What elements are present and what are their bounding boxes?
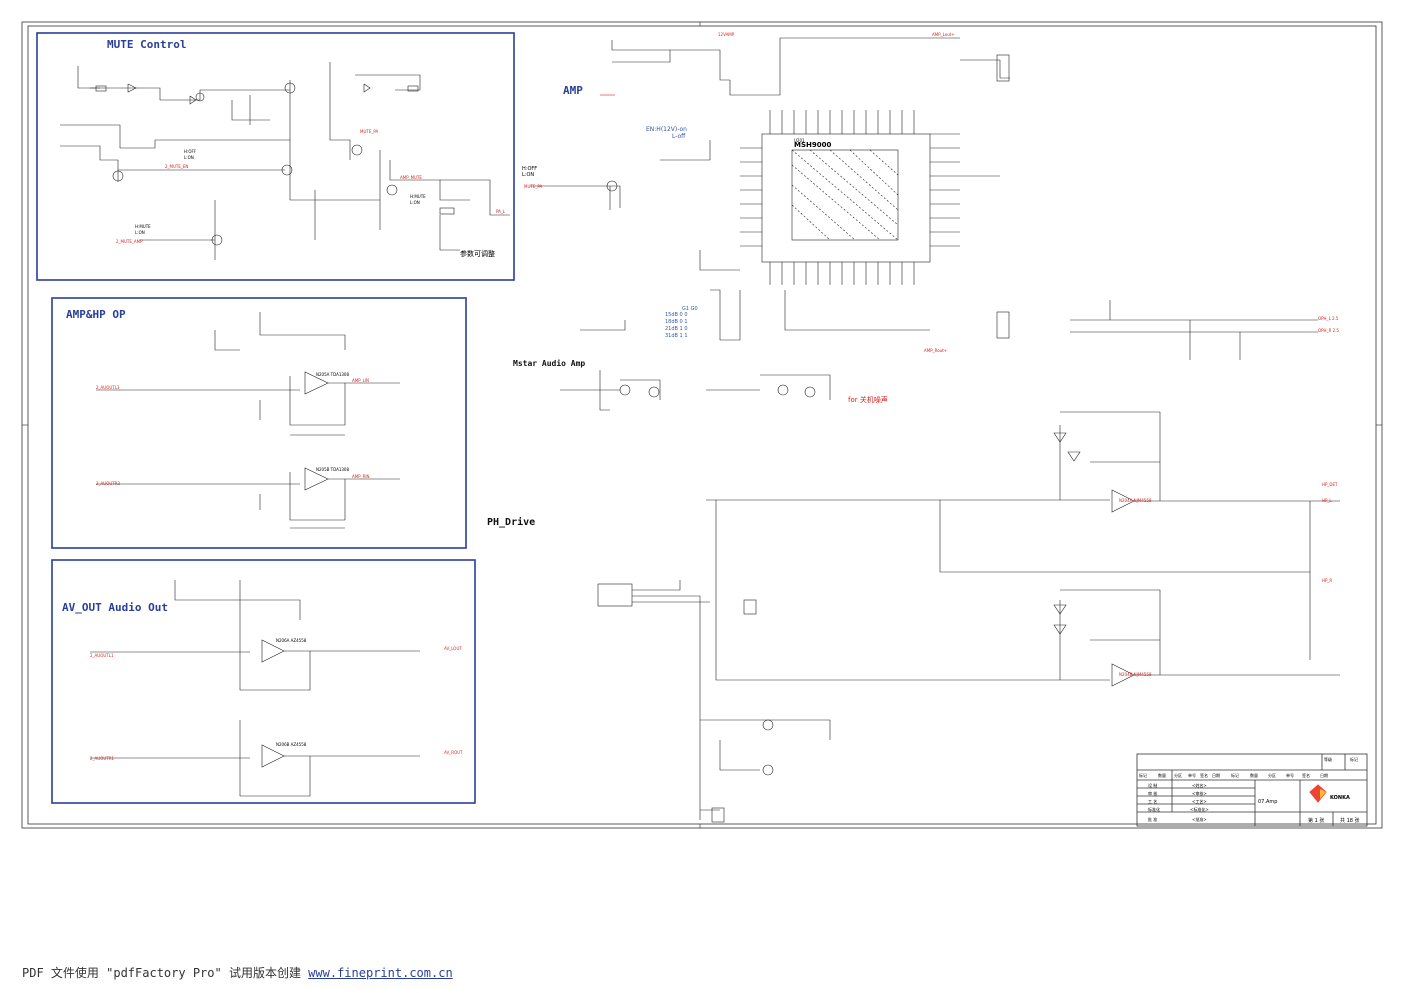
amp-hp-auout-r: 2_AUOUTR3 (96, 481, 121, 486)
av-out-title: AV_OUT Audio Out (62, 601, 168, 614)
mute-hmute-label: H:MUTE (135, 224, 151, 229)
oph-l-net: OPH_L 2.5 (1318, 316, 1339, 321)
tb-h3: 单号 (1188, 772, 1196, 778)
amp-rout-net: AMP_Rout+ (924, 348, 947, 353)
tb-row3-value: <标准化> (1190, 806, 1209, 812)
amp-en-note2: L-off (672, 133, 686, 140)
tb-h8: 分区 (1268, 772, 1276, 778)
mstar-note: for 关机噪声 (848, 395, 888, 404)
footer-link[interactable]: www.fineprint.com.cn (308, 966, 453, 980)
gain-row-0: 15dB 0 0 (665, 312, 688, 318)
amp-rin-net: AMP_RIN (352, 474, 370, 479)
tb-row2-label: 工 艺 (1148, 799, 1157, 804)
tb-h10: 签名 (1302, 772, 1310, 778)
tb-row3-label: 标准化 (1148, 806, 1160, 812)
av-rout-net: AV_ROUT (444, 750, 463, 755)
amp-en-note: EN:H(12V)-on (646, 126, 687, 133)
oph-r-net: OPH_R 2.5 (1318, 328, 1339, 333)
tb-row4-label: 批 准 (1148, 816, 1157, 822)
n206a-label: N206A AZ4558 (276, 638, 307, 643)
tb-h6: 标记 (1231, 772, 1239, 778)
n204b-label: N204B NJM4558 (1119, 672, 1152, 677)
mute-hmute2-label: H:MUTE (410, 194, 426, 199)
mute-en-net: 2_MUTE_EN (165, 164, 188, 169)
mute-control-box (36, 32, 515, 281)
gain-row-3: 31dB 1 1 (665, 333, 688, 339)
tb-brand: KONKA (1330, 795, 1350, 801)
tb-grade: 等级 (1324, 756, 1332, 762)
tb-h1: 数量 (1158, 772, 1166, 778)
amp-hp-op-box (51, 297, 467, 549)
av-lout-net: AV_LOUT (444, 646, 462, 651)
gain-header: G1 G0 (682, 306, 698, 312)
mute-hoff-label: H:OFF (184, 149, 197, 154)
n205b-label: N205B TDA1308 (316, 467, 349, 472)
tb-h9: 单号 (1286, 772, 1294, 778)
ph-drive-title: PH_Drive (487, 516, 535, 528)
amp-12v: 12VAMP (718, 32, 735, 37)
mute-lon-label: L:ON (184, 155, 194, 160)
n204a-label: N204A NJM4558 (1119, 498, 1152, 503)
tb-drawing: 07.Amp (1258, 799, 1277, 805)
amp-hp-auout-l: 2_AUOUTL3 (96, 385, 120, 390)
amp-mute-net: AMP_MUTE (400, 175, 422, 180)
av-auout-r1: 2_AUOUTR1 (90, 756, 115, 761)
pdf-footer: PDF 文件使用 "pdfFactory Pro" 试用版本创建 www.fin… (22, 964, 453, 981)
mute-note: 参数可调整 (460, 249, 495, 258)
hp-det-net: HP_DET (1322, 482, 1338, 487)
av-auout-l1: 2_AUOUTL1 (90, 653, 114, 658)
tb-h0: 标记 (1139, 772, 1147, 778)
tb-row0-value: <姓名> (1192, 782, 1207, 788)
ic-part: MSH9000 (794, 141, 831, 149)
frame-ticks (22, 22, 1382, 828)
tb-h4: 签名 (1200, 772, 1208, 778)
n206b-label: N206B AZ4558 (276, 742, 307, 747)
oph-circuit (1070, 300, 1318, 360)
amp-mute-pa: MUTE_PA (524, 184, 543, 189)
amp-circuit (530, 37, 1010, 341)
amp-hp-op-circuit (96, 312, 400, 529)
amp-lout-net: AMP_Lout+ (932, 32, 955, 37)
mute-control-title: MUTE Control (107, 38, 186, 51)
mute-pa-net: MUTE_PA (360, 129, 379, 134)
ic-name: U201 (794, 138, 805, 143)
pa-l-net: PA_L (496, 209, 506, 214)
title-block (1136, 753, 1368, 827)
av-out-circuit (90, 580, 420, 797)
amp-title: AMP (563, 84, 583, 97)
hp-l-net: HP_L (1322, 498, 1332, 503)
amp-lin-net: AMP_LIN (352, 378, 369, 383)
gain-row-1: 18dB 0 1 (665, 319, 688, 325)
tb-row4-value: <批准> (1192, 816, 1207, 822)
tb-h11: 日期 (1320, 772, 1328, 778)
footer-text: PDF 文件使用 "pdfFactory Pro" 试用版本创建 (22, 966, 309, 980)
mute-lon3-label: L:ON (410, 200, 420, 205)
mstar-title: Mstar Audio Amp (513, 358, 585, 368)
av-out-box (51, 559, 476, 804)
tb-h5: 日期 (1212, 772, 1220, 778)
mute-amp-net: 2_MUTE_AMP (116, 239, 143, 244)
inner-frame (27, 25, 1377, 825)
tb-row0-label: 设 制 (1148, 782, 1157, 788)
tb-row1-value: <审核> (1192, 790, 1207, 796)
tb-row1-label: 审 核 (1148, 790, 1157, 796)
tb-total: 共 18 张 (1340, 817, 1360, 824)
ph-drive-circuit (597, 411, 1340, 823)
tb-page: 第 1 张 (1308, 817, 1324, 824)
mute-control-circuit (60, 62, 510, 260)
gain-row-2: 21dB 1 0 (665, 326, 688, 332)
amp-lon: L:ON (522, 172, 534, 178)
n205a-label: N205A TDA1308 (316, 372, 349, 377)
amp-hoff: H:OFF (522, 166, 537, 172)
sheet-frame (21, 21, 1383, 829)
mstar-circuit (560, 370, 831, 411)
tb-h2: 分区 (1174, 772, 1182, 778)
tb-mark: 标记 (1350, 756, 1358, 762)
mute-lon2-label: L:ON (135, 230, 145, 235)
tb-row2-value: <工艺> (1192, 799, 1207, 804)
tb-h7: 数量 (1250, 772, 1258, 778)
hp-r-net: HP_R (1322, 578, 1332, 583)
amp-hp-op-title: AMP&HP OP (66, 308, 126, 321)
